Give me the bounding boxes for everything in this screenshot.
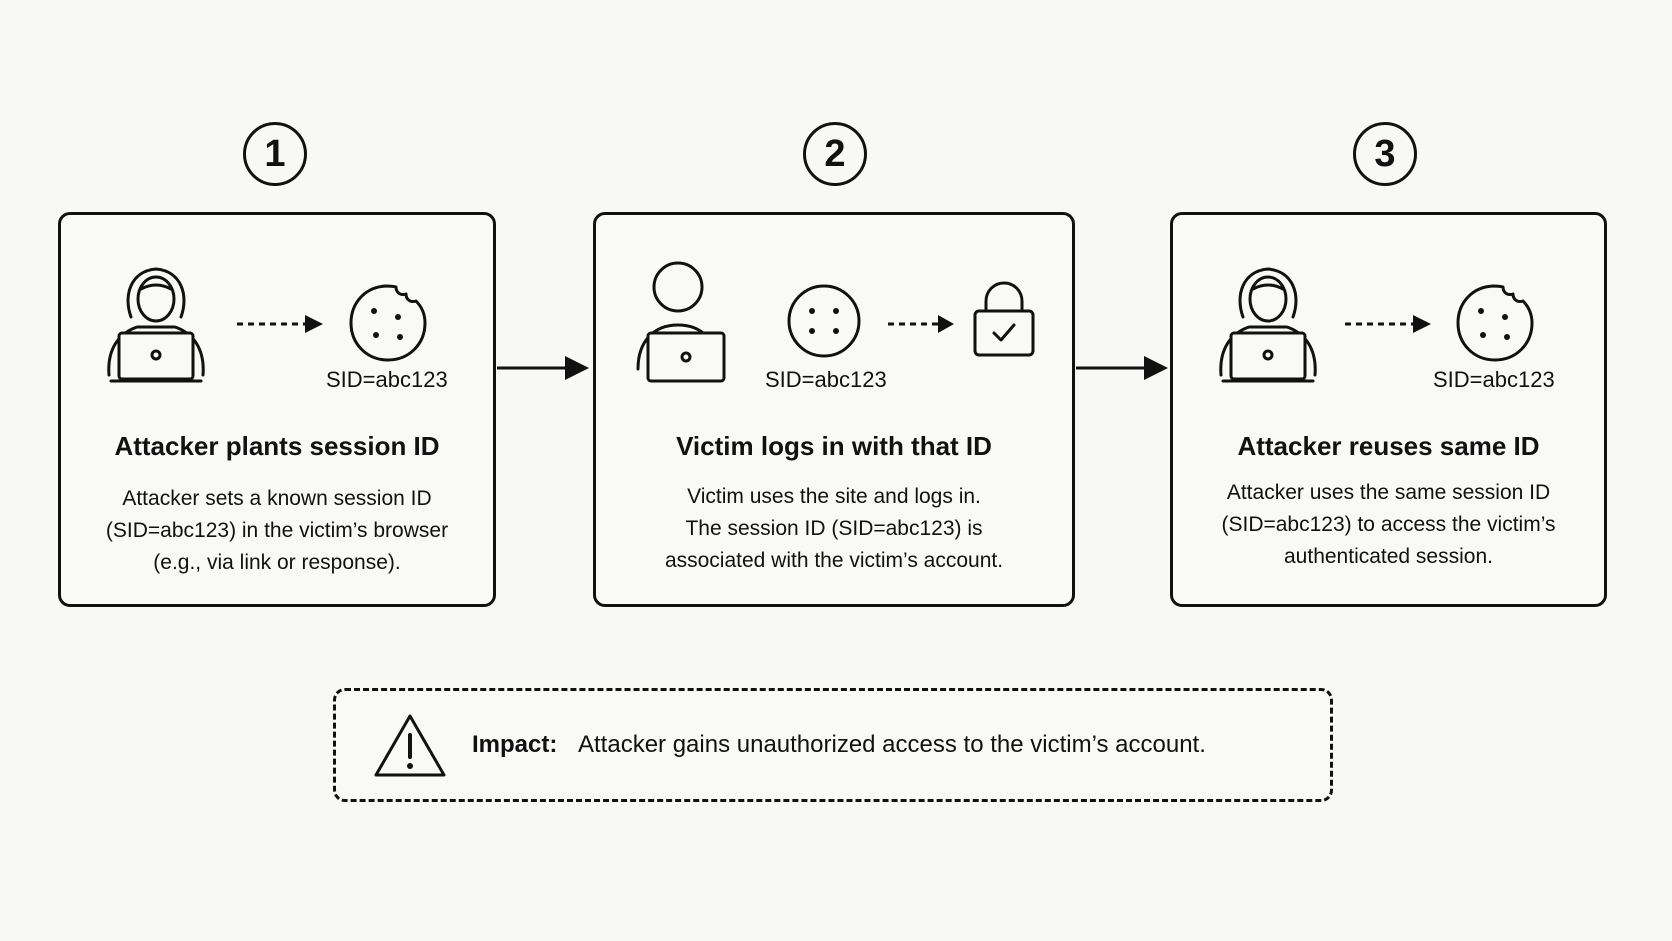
dashed-arrow-icon bbox=[888, 315, 954, 333]
warning-triangle-icon bbox=[374, 714, 446, 777]
hacker-icon bbox=[107, 267, 205, 383]
session-id-label: SID=abc123 bbox=[765, 367, 887, 392]
dashed-arrow-icon bbox=[1345, 315, 1431, 333]
cookie-icon bbox=[787, 284, 861, 358]
cookie-icon bbox=[349, 284, 427, 362]
impact-text: Attacker gains unauthorized access to th… bbox=[578, 731, 1206, 758]
impact-label: Impact: bbox=[472, 731, 558, 758]
session-id-label: SID=abc123 bbox=[326, 367, 448, 392]
step-1-description: Attacker sets a known session ID (SID=ab… bbox=[105, 487, 449, 574]
step-1-title: Attacker plants session ID bbox=[114, 431, 440, 461]
flow-arrow-1-to-2 bbox=[497, 356, 589, 380]
padlock-check-icon bbox=[973, 281, 1035, 357]
step-2-card: SID=abc123 Victim logs in with that ID V… bbox=[593, 212, 1075, 607]
step-3-card: SID=abc123 Attacker reuses same ID Attac… bbox=[1170, 212, 1607, 607]
session-id-label: SID=abc123 bbox=[1433, 367, 1555, 392]
hacker-icon bbox=[1219, 267, 1317, 383]
step-2-title: Victim logs in with that ID bbox=[676, 431, 992, 461]
step-1-number: 1 bbox=[243, 122, 307, 186]
impact-callout: Impact: Attacker gains unauthorized acce… bbox=[333, 688, 1333, 802]
step-3-title: Attacker reuses same ID bbox=[1237, 431, 1540, 461]
dashed-arrow-icon bbox=[237, 315, 323, 333]
flow-arrow-2-to-3 bbox=[1076, 356, 1168, 380]
step-2-number: 2 bbox=[803, 122, 867, 186]
step-3-description: Attacker uses the same session ID (SID=a… bbox=[1221, 481, 1556, 568]
cookie-icon bbox=[1456, 284, 1534, 362]
step-3-number: 3 bbox=[1353, 122, 1417, 186]
step-2-description: Victim uses the site and logs in. The se… bbox=[664, 485, 1004, 572]
step-1-card: SID=abc123 Attacker plants session ID At… bbox=[58, 212, 496, 607]
user-laptop-icon bbox=[636, 261, 726, 383]
